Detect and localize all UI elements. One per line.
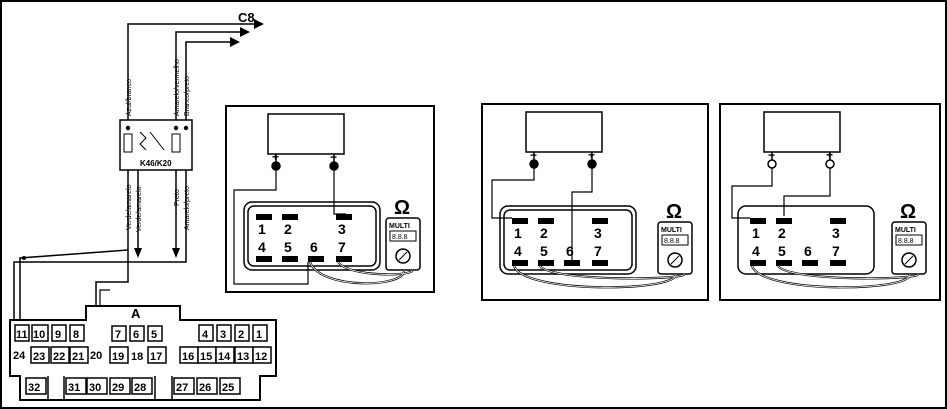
- multimeter-display: 8.8.8: [392, 234, 408, 241]
- pin-label-2: 2: [778, 225, 786, 241]
- pin-28: 28: [134, 382, 146, 394]
- pin-24: 24: [13, 350, 26, 362]
- pin-label-5: 5: [284, 239, 292, 255]
- pin-11: 11: [16, 329, 28, 341]
- pin-17: 17: [150, 351, 162, 363]
- pin-9: 9: [55, 329, 61, 341]
- pin-13: 13: [237, 351, 249, 363]
- multimeter-display: 8.8.8: [664, 238, 680, 245]
- pin-label-5: 5: [778, 243, 786, 259]
- pin-label-7: 7: [832, 243, 840, 259]
- multimeter-label: MULTI: [389, 223, 410, 230]
- pin-label-4: 4: [752, 243, 760, 259]
- polarity-b-label: +: [826, 148, 833, 162]
- pin-30: 30: [89, 382, 101, 394]
- pin-label-4: 4: [258, 239, 266, 255]
- pin-21: 21: [72, 351, 84, 363]
- pin-12: 12: [255, 351, 267, 363]
- pin-4: 4: [202, 329, 209, 341]
- connector-label: A: [131, 306, 141, 321]
- wire-label-preto: Preto: [174, 189, 181, 206]
- polarity-a-label: −: [768, 148, 775, 162]
- wire-label-verde-amarelo-1: Verde/amarelo: [126, 184, 133, 230]
- pin-29: 29: [112, 382, 124, 394]
- pin-16: 16: [182, 351, 194, 363]
- ohm-icon: Ω: [666, 201, 682, 223]
- multimeter-label: MULTI: [895, 227, 916, 234]
- pin-25: 25: [222, 382, 234, 394]
- pin-label-7: 7: [338, 239, 346, 255]
- test-panel-2: − +1 2 3 4 5 6 7 Ω MULTI 8.8.8: [481, 103, 709, 301]
- pin-15: 15: [200, 351, 212, 363]
- pin-label-3: 3: [338, 221, 346, 237]
- relay-wiring: C8 Azul/branco Amarelo/vermelho Branco/p…: [13, 10, 264, 350]
- pin-7: 7: [115, 329, 121, 341]
- pin-14: 14: [218, 351, 231, 363]
- pin-label-6: 6: [310, 239, 318, 255]
- pin-label-3: 3: [832, 225, 840, 241]
- c8-label: C8: [238, 10, 255, 25]
- polarity-b-label: −: [330, 150, 337, 164]
- pin-label-5: 5: [540, 243, 548, 259]
- pin-6: 6: [133, 329, 139, 341]
- polarity-a-label: −: [530, 148, 537, 162]
- wire-label-amarelo-vermelho: Amarelo/vermelho: [174, 59, 181, 116]
- pin-1: 1: [256, 329, 262, 341]
- pin-27: 27: [176, 382, 188, 394]
- pin-32: 32: [28, 382, 40, 394]
- pin-5: 5: [151, 329, 157, 341]
- pin-label-4: 4: [514, 243, 522, 259]
- multimeter-label: MULTI: [661, 227, 682, 234]
- pin-label-1: 1: [514, 225, 522, 241]
- power-source-box: [267, 113, 345, 155]
- pin-label-3: 3: [594, 225, 602, 241]
- connector-row1-right: 4 3 2 1: [198, 324, 268, 342]
- test-panels: + − 1 2 3 4 5 6 7 Ω MULTI 8.8.8 − +1 2 3 4 5 6 7 Ω MULTI 8.8.8…: [225, 103, 941, 301]
- pin-10: 10: [33, 329, 45, 341]
- pin-31: 31: [68, 382, 80, 394]
- test-panel-1: + − 1 2 3 4 5 6 7 Ω MULTI 8.8.8: [225, 105, 435, 293]
- power-source-box: [763, 111, 841, 153]
- pin-2: 2: [238, 329, 244, 341]
- pin-26: 26: [199, 382, 211, 394]
- connector-a: A 11 10 9 8 7 6 5 4 3 2 1 24 23 22 21 20…: [9, 305, 277, 401]
- pin-label-7: 7: [594, 243, 602, 259]
- power-source-box: [525, 111, 603, 153]
- connector-row1-mid: 7 6 5: [111, 325, 163, 342]
- pin-19: 19: [112, 351, 124, 363]
- pin-8: 8: [73, 329, 79, 341]
- ohm-icon: Ω: [394, 197, 410, 219]
- polarity-b-label: +: [588, 148, 595, 162]
- pin-label-2: 2: [284, 221, 292, 237]
- relay-label: K46/K20: [140, 159, 172, 168]
- wire-label-amarelo-preto: Amarelo/preto: [184, 186, 191, 230]
- pin-18: 18: [131, 351, 143, 363]
- connector-row2: 24 23 22 21 20 19 18 17 16 15 14 13 12: [13, 346, 272, 364]
- pin-23: 23: [33, 351, 45, 363]
- pin-22: 22: [53, 351, 65, 363]
- ohm-icon: Ω: [900, 201, 916, 223]
- pin-label-6: 6: [566, 243, 574, 259]
- wire-label-azul-branco: Azul/branco: [126, 79, 133, 116]
- pin-label-1: 1: [258, 221, 266, 237]
- pin-label-2: 2: [540, 225, 548, 241]
- multimeter-display: 8.8.8: [898, 238, 914, 245]
- pin-label-1: 1: [752, 225, 760, 241]
- pin-20: 20: [90, 350, 102, 362]
- connector-row1-left: 11 10 9 8: [14, 324, 85, 342]
- wire-label-verde-amarelo-2: Verde/amarelo: [136, 186, 143, 232]
- polarity-a-label: +: [272, 150, 279, 164]
- pin-3: 3: [220, 329, 226, 341]
- pin-label-6: 6: [804, 243, 812, 259]
- wire-label-branco-preto: Branco/preto: [184, 76, 191, 116]
- connector-row3: 32 31 30 29 28 27 26 25: [25, 377, 241, 395]
- test-panel-3: − +1 2 3 4 5 6 7 Ω MULTI 8.8.8: [719, 103, 941, 301]
